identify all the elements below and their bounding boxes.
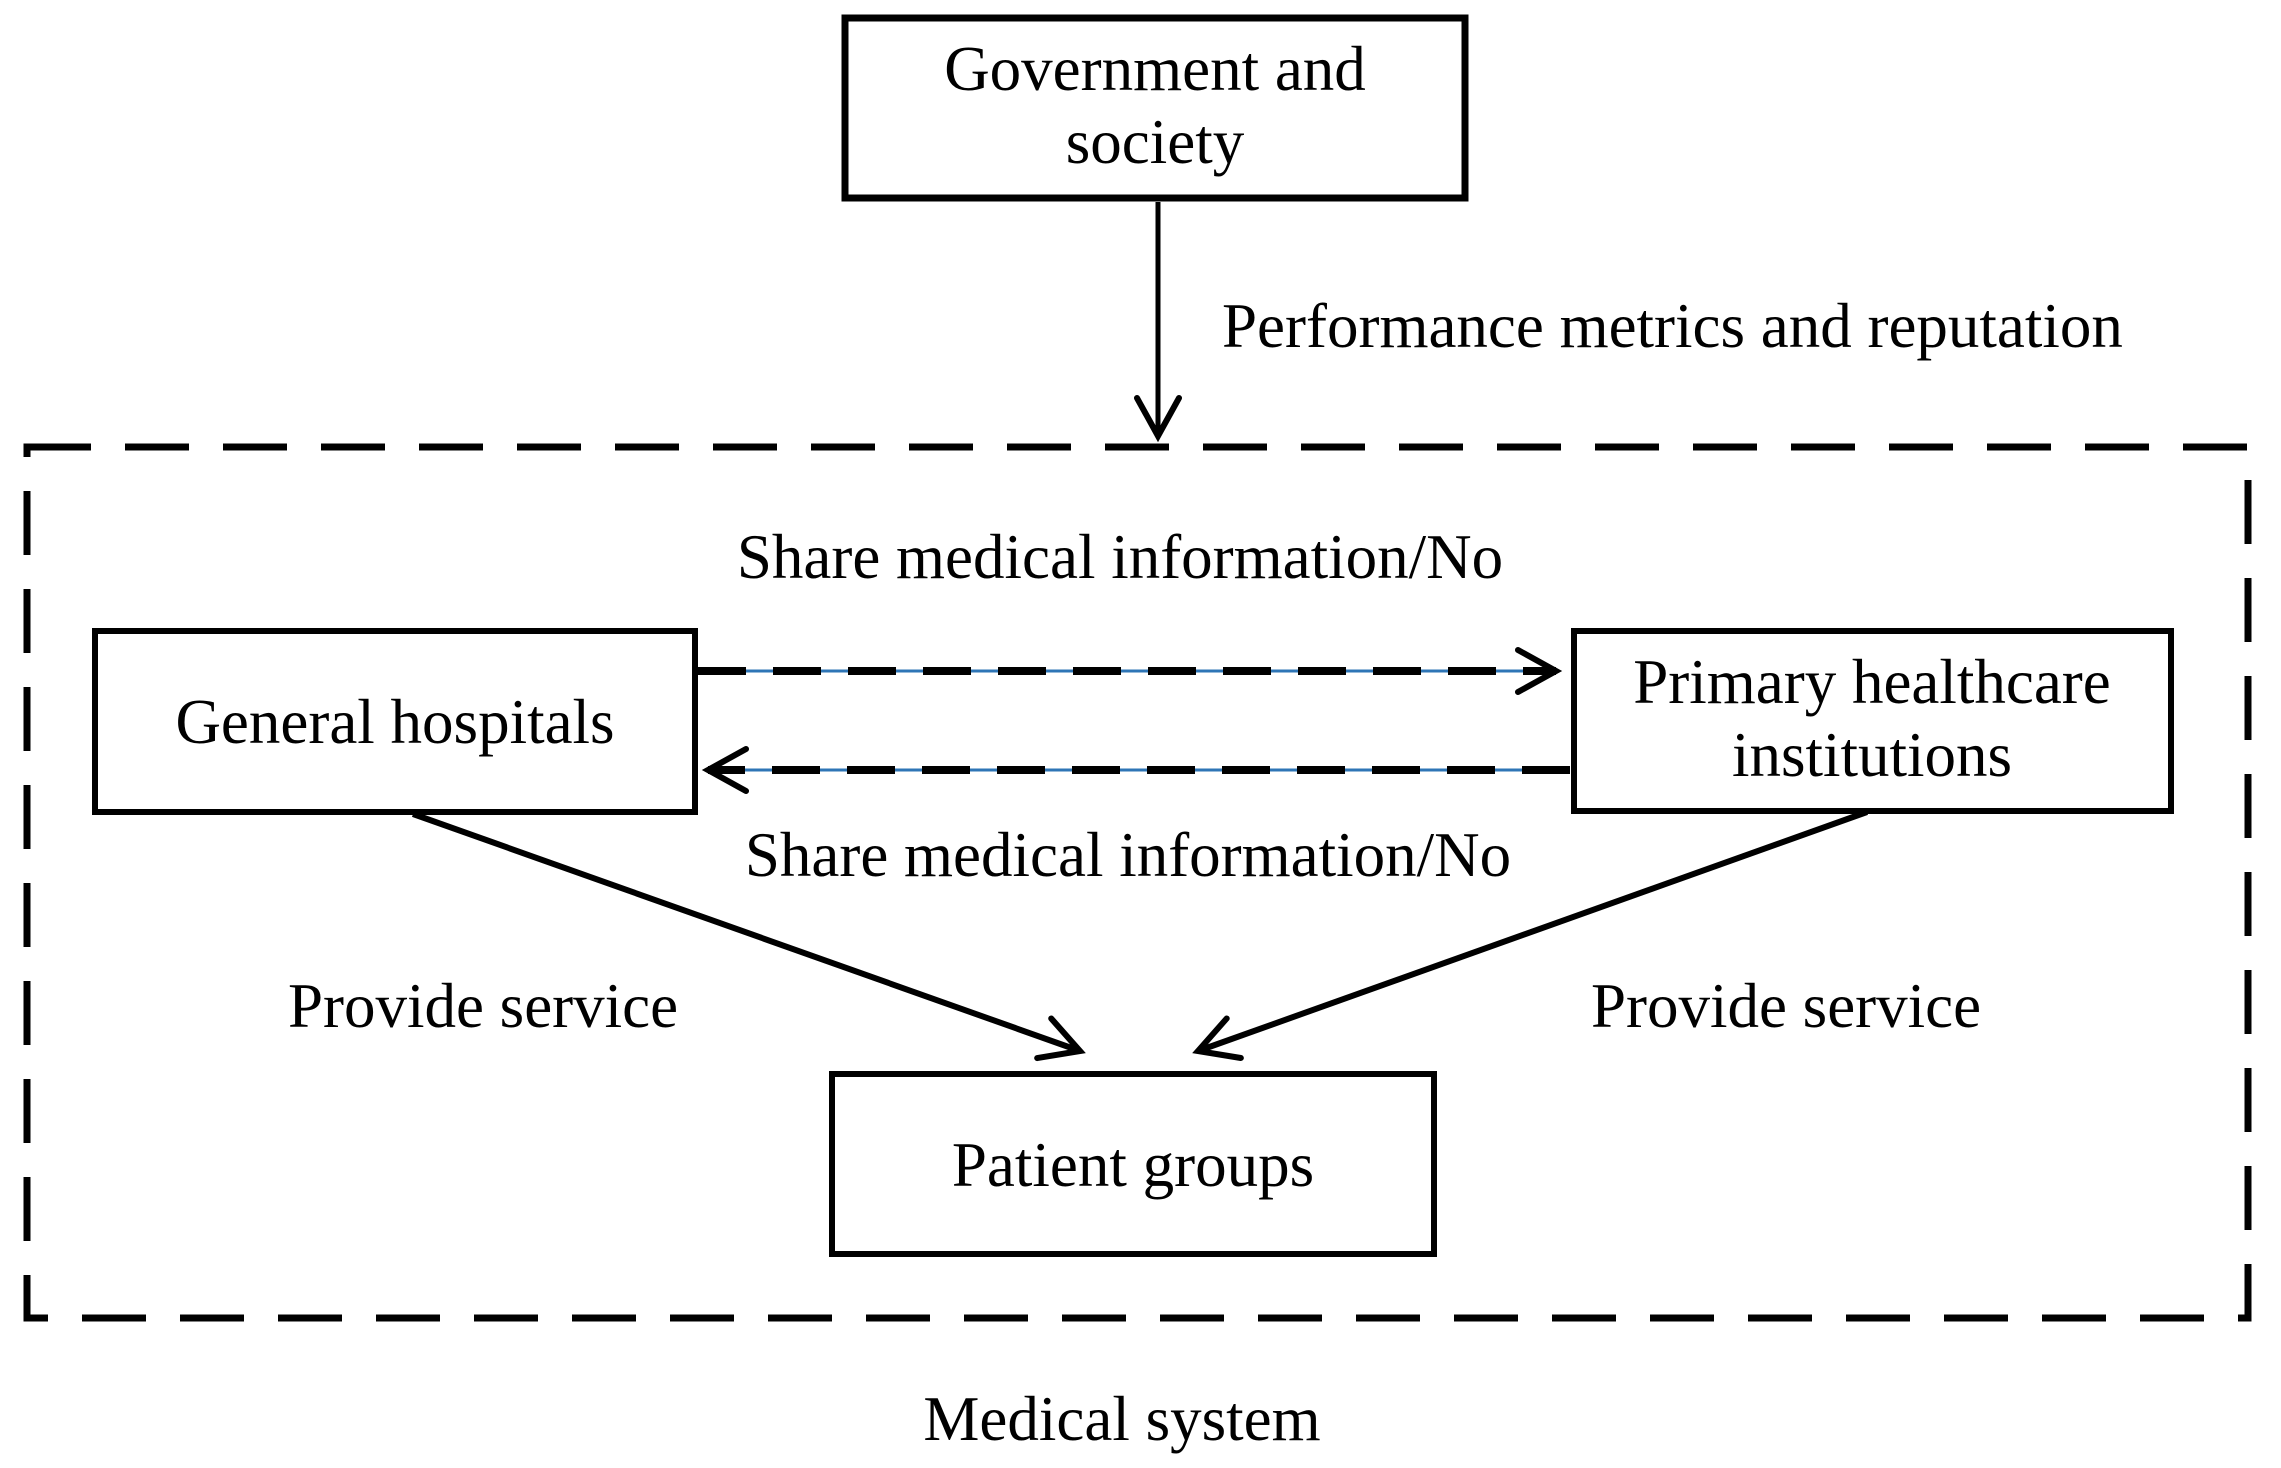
medical-system-boundary	[23, 443, 2252, 1322]
government-society-label-line1: Government and	[944, 34, 1366, 104]
provide-service-left-label: Provide service	[288, 971, 678, 1041]
provide-service-left-arrow	[411, 811, 1086, 1062]
government-society-box	[841, 14, 1469, 202]
patient-groups-box	[829, 1071, 1437, 1257]
provide-service-right-label: Provide service	[1591, 971, 1981, 1041]
share-info-top-label: Share medical information/No	[737, 522, 1503, 592]
general-hospitals-label: General hospitals	[175, 687, 614, 757]
patient-groups-label: Patient groups	[952, 1130, 1314, 1200]
primary-healthcare-label-line2: institutions	[1732, 720, 2012, 790]
government-society-label-line2: society	[1066, 107, 1245, 177]
primary-healthcare-label-line1: Primary healthcare	[1633, 647, 2111, 717]
performance-arrow-label: Performance metrics and reputation	[1222, 291, 2123, 361]
share-info-bottom-label: Share medical information/No	[745, 820, 1511, 890]
primary-healthcare-box	[1571, 628, 2174, 814]
general-hospitals-box	[92, 628, 698, 815]
provide-service-right-arrow	[1192, 809, 1869, 1061]
medical-system-caption: Medical system	[923, 1384, 1320, 1454]
